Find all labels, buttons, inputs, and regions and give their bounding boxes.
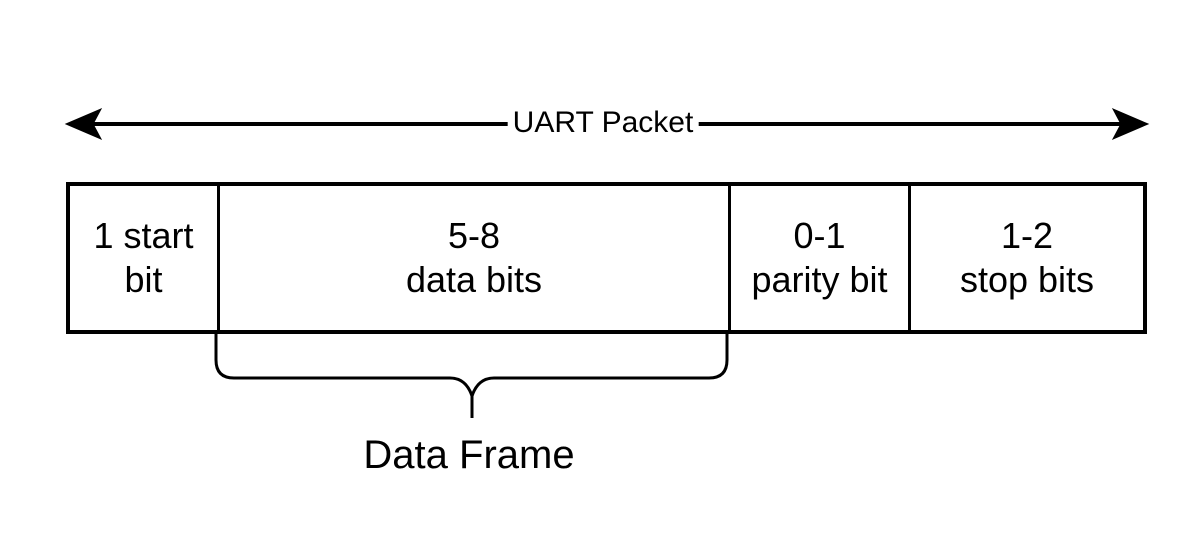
cell-parity-bit-line2: parity bit: [751, 259, 888, 300]
cell-parity-bit-line1: 0-1: [793, 215, 846, 256]
data-frame-brace: [214, 334, 729, 401]
cell-stop-bits-line1: 1-2: [1000, 215, 1054, 256]
cell-data-bits-line2: data bits: [405, 259, 543, 300]
uart-packet-box: 1 start bit 5-8 data bits 0-1 parity bit…: [66, 182, 1147, 334]
cell-data-bits-line1: 5-8: [447, 215, 501, 256]
cell-start-bit-line2: bit: [124, 259, 163, 300]
data-frame-label: Data Frame: [363, 433, 575, 477]
left-arrowhead-icon: [64, 107, 103, 141]
right-arrowhead-icon: [1111, 107, 1150, 141]
cell-data-bits: 5-8 data bits: [220, 186, 731, 330]
cell-start-bit-line1: 1 start: [93, 215, 194, 256]
cell-start-bit: 1 start bit: [70, 186, 220, 330]
cell-stop-bits: 1-2 stop bits: [911, 186, 1143, 330]
cell-stop-bits-line2: stop bits: [959, 259, 1095, 300]
cell-parity-bit: 0-1 parity bit: [731, 186, 911, 330]
uart-packet-label: UART Packet: [507, 106, 699, 140]
